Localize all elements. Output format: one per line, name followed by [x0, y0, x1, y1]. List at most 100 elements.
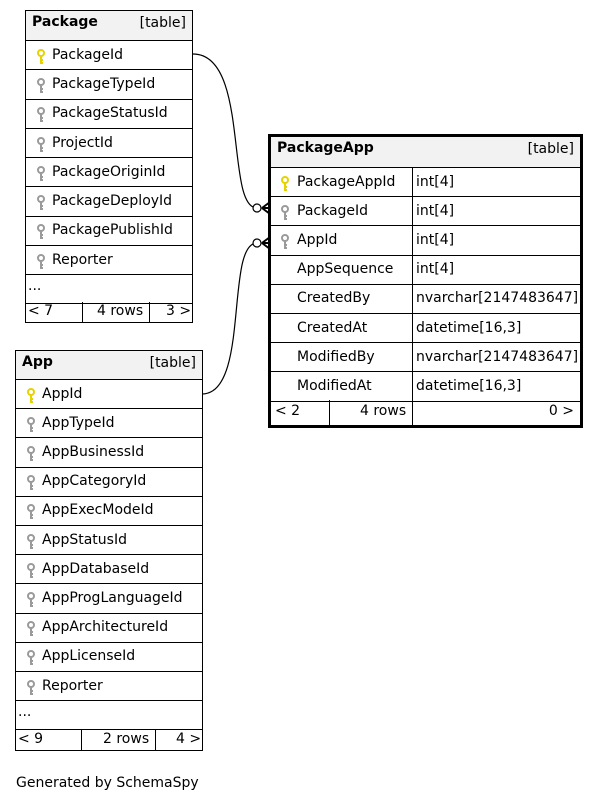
parents-count[interactable]: < 9: [18, 731, 44, 747]
table-footer: < 7 4 rows 3 >: [26, 302, 192, 322]
column-type: datetime[16,3]: [416, 319, 522, 336]
column-row[interactable]: PackageId: [26, 41, 192, 71]
table-footer: < 2 4 rows 0 >: [271, 400, 580, 425]
column-name: AppDatabaseId: [42, 560, 150, 577]
table-name: App: [22, 354, 53, 370]
table-header: App [table]: [16, 351, 202, 380]
column-divider: [412, 226, 413, 255]
column-row[interactable]: AppArchitectureId: [16, 614, 202, 643]
children-count[interactable]: 0 >: [548, 403, 574, 419]
column-name: AppExecModeId: [42, 502, 154, 519]
children-count[interactable]: 3 >: [166, 303, 192, 319]
column-row[interactable]: ModifiedBy nvarchar[2147483647]: [271, 343, 580, 373]
column-name: PackageStatusId: [52, 105, 168, 122]
column-divider: [412, 284, 413, 313]
column-name: AppId: [297, 231, 338, 248]
column-divider: [412, 168, 413, 197]
foreign-key-icon: [36, 253, 46, 270]
parents-count[interactable]: < 7: [28, 303, 54, 319]
column-name: AppArchitectureId: [42, 619, 169, 636]
foreign-key-icon: [36, 136, 46, 153]
more-columns: ...: [18, 704, 32, 720]
column-row[interactable]: AppStatusId: [16, 526, 202, 556]
column-divider: [412, 255, 413, 284]
column-name: PackageId: [52, 46, 124, 63]
column-row[interactable]: PackageAppId int[4]: [271, 168, 580, 198]
column-name: AppId: [42, 385, 83, 402]
column-name: PackageDeployId: [52, 193, 173, 210]
table-name: PackageApp: [277, 140, 374, 156]
foreign-key-icon: [26, 621, 36, 637]
foreign-key-icon: [26, 504, 36, 520]
column-name: Reporter: [42, 677, 103, 694]
column-type: int[4]: [416, 173, 455, 190]
column-type: int[4]: [416, 231, 455, 248]
foreign-key-icon: [36, 165, 46, 182]
column-divider: [412, 197, 413, 226]
column-name: AppSequence: [297, 261, 394, 278]
column-row[interactable]: AppCategoryId: [16, 468, 202, 497]
more-columns-row: ...: [26, 275, 192, 304]
children-count[interactable]: 4 >: [176, 731, 202, 747]
column-name: AppProgLanguageId: [42, 589, 183, 606]
column-row[interactable]: Reporter: [26, 246, 192, 276]
column-name: ProjectId: [52, 134, 113, 151]
column-row[interactable]: PackageStatusId: [26, 100, 192, 129]
more-columns: ...: [28, 278, 42, 294]
foreign-key-icon: [36, 77, 46, 94]
generated-by-label: Generated by SchemaSpy: [16, 775, 199, 791]
column-row[interactable]: AppTypeId: [16, 409, 202, 439]
column-row[interactable]: PackageTypeId: [26, 70, 192, 100]
column-row[interactable]: PackagePublishId: [26, 217, 192, 247]
foreign-key-icon: [26, 562, 36, 579]
column-row[interactable]: PackageOriginId: [26, 158, 192, 188]
column-divider: [412, 372, 413, 401]
primary-key-icon: [26, 387, 36, 404]
table-kind: [table]: [139, 15, 186, 31]
parents-count[interactable]: < 2: [275, 403, 301, 419]
foreign-key-icon: [26, 533, 36, 550]
column-row[interactable]: PackageDeployId: [26, 188, 192, 217]
column-row[interactable]: AppLicenseId: [16, 643, 202, 672]
foreign-key-icon: [280, 233, 290, 250]
table-name: Package: [32, 14, 98, 30]
foreign-key-icon: [280, 204, 290, 221]
column-row[interactable]: AppId: [16, 380, 202, 410]
foreign-key-icon: [36, 224, 46, 240]
table-header: Package [table]: [26, 11, 192, 41]
column-type: datetime[16,3]: [416, 377, 522, 394]
column-name: ModifiedAt: [297, 377, 372, 394]
column-row[interactable]: ModifiedAt datetime[16,3]: [271, 372, 580, 402]
column-row[interactable]: ProjectId: [26, 129, 192, 159]
column-type: int[4]: [416, 202, 455, 219]
column-row[interactable]: AppExecModeId: [16, 497, 202, 526]
foreign-key-icon: [26, 679, 36, 696]
column-row[interactable]: AppDatabaseId: [16, 555, 202, 585]
table-kind: [table]: [149, 355, 196, 371]
column-type: nvarchar[2147483647]: [416, 290, 579, 307]
foreign-key-icon: [26, 591, 36, 608]
row-count: 2 rows: [103, 731, 150, 747]
column-type: nvarchar[2147483647]: [416, 348, 579, 365]
column-row[interactable]: AppBusinessId: [16, 438, 202, 468]
foreign-key-icon: [36, 195, 46, 211]
column-row[interactable]: AppProgLanguageId: [16, 584, 202, 614]
foreign-key-icon: [26, 650, 36, 666]
column-name: AppLicenseId: [42, 648, 136, 665]
column-name: PackageAppId: [297, 173, 396, 190]
foreign-key-icon: [36, 107, 46, 123]
optional-marker: [252, 203, 262, 213]
column-name: AppStatusId: [42, 531, 127, 548]
optional-marker: [252, 238, 262, 248]
column-row[interactable]: AppId int[4]: [271, 226, 580, 256]
column-row[interactable]: Reporter: [16, 672, 202, 702]
column-name: ModifiedBy: [297, 348, 375, 365]
foreign-key-icon: [26, 475, 36, 491]
